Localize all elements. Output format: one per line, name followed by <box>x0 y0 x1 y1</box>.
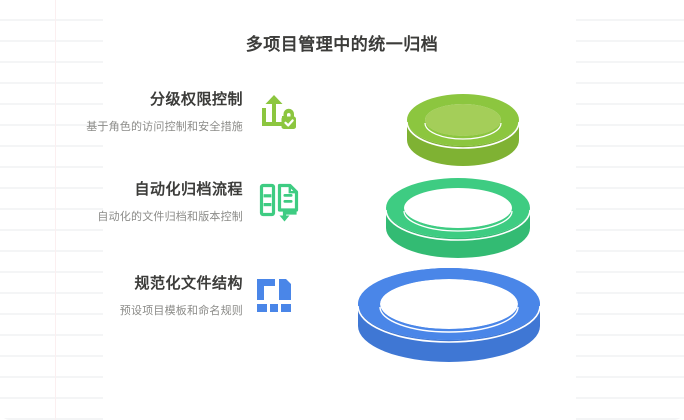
stacked-ring-diagram <box>348 70 648 380</box>
feature-row-permission: 分级权限控制 基于角色的访问控制和安全措施 <box>58 88 308 134</box>
ring-bottom-blue <box>354 248 544 368</box>
ring-middle-green <box>382 162 534 266</box>
feature-subtitle: 预设项目模板和命名规则 <box>119 305 243 317</box>
feature-text-block: 分级权限控制 基于角色的访问控制和安全措施 <box>58 88 305 134</box>
page-title: 多项目管理中的统一归档 <box>245 35 439 54</box>
margin-rule-line <box>55 0 56 420</box>
feature-row-structure: 规范化文件结构 预设项目模板和命名规则 <box>58 272 308 318</box>
feature-heading: 分级权限控制 <box>149 91 243 108</box>
upload-lock-icon <box>258 90 302 134</box>
feature-heading: 规范化文件结构 <box>134 275 243 292</box>
feature-heading: 自动化归档流程 <box>134 181 243 198</box>
feature-subtitle: 基于角色的访问控制和安全措施 <box>86 121 243 133</box>
file-structure-grid-icon <box>254 276 298 320</box>
document-workflow-icon <box>258 180 302 224</box>
ring-top-yellow-green <box>403 80 523 174</box>
feature-subtitle: 自动化的文件归档和版本控制 <box>97 211 243 223</box>
feature-text-block: 自动化归档流程 自动化的文件归档和版本控制 <box>58 178 305 224</box>
feature-row-workflow: 自动化归档流程 自动化的文件归档和版本控制 <box>58 178 308 224</box>
feature-text-block: 规范化文件结构 预设项目模板和命名规则 <box>58 272 305 318</box>
